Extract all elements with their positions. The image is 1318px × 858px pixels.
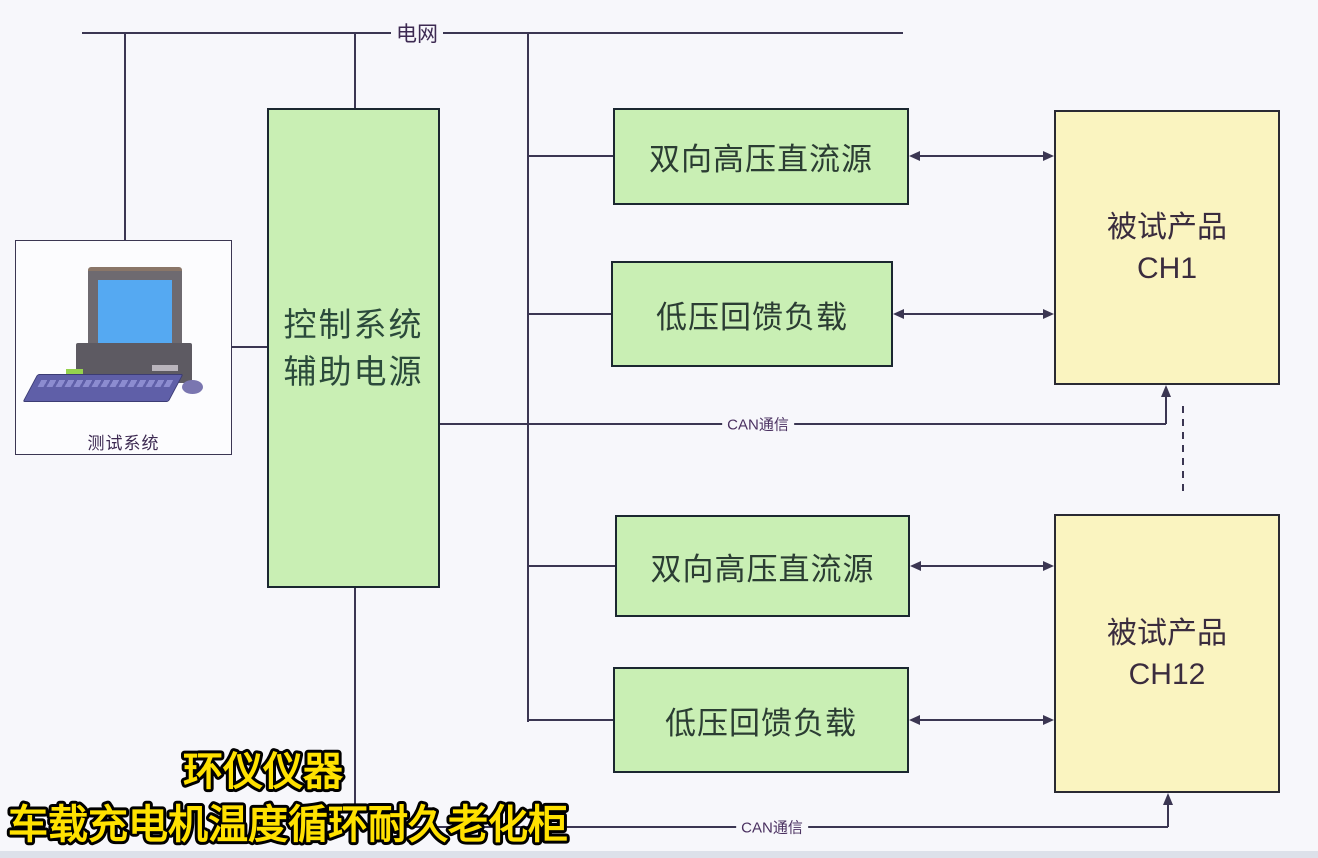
dut-ch12-node: 被试产品 CH12 (1054, 514, 1280, 793)
bottom-edge-strip (0, 851, 1318, 858)
test-system-label: 测试系统 (87, 434, 160, 453)
dc-source-bottom-node: 双向高压直流源 (615, 515, 910, 617)
keyboard-icon (22, 374, 184, 402)
can-label-bottom: CAN通信 (736, 816, 808, 838)
grid-label: 电网 (391, 18, 443, 48)
test-system-node: 测试系统 (15, 240, 232, 455)
dc-source-top-node: 双向高压直流源 (613, 108, 909, 205)
monitor-screen (98, 280, 172, 349)
control-system-node: 控制系统 辅助电源 (267, 108, 440, 588)
watermark-brand: 环仪仪器 (183, 750, 344, 794)
arrowheads (893, 151, 1173, 805)
watermark-product: 车载充电机温度循环耐久老化柜 (8, 803, 568, 847)
lv-load-bottom-node: 低压回馈负载 (613, 667, 909, 773)
dut-ch1-node: 被试产品 CH1 (1054, 110, 1280, 385)
control-system-label-line2: 辅助电源 (283, 353, 424, 390)
mouse-icon (182, 380, 203, 394)
can-label-top: CAN通信 (722, 413, 794, 435)
lv-load-top-node: 低压回馈负载 (611, 261, 893, 367)
control-system-label-line1: 控制系统 (283, 306, 424, 343)
can-line-top (440, 394, 1167, 425)
